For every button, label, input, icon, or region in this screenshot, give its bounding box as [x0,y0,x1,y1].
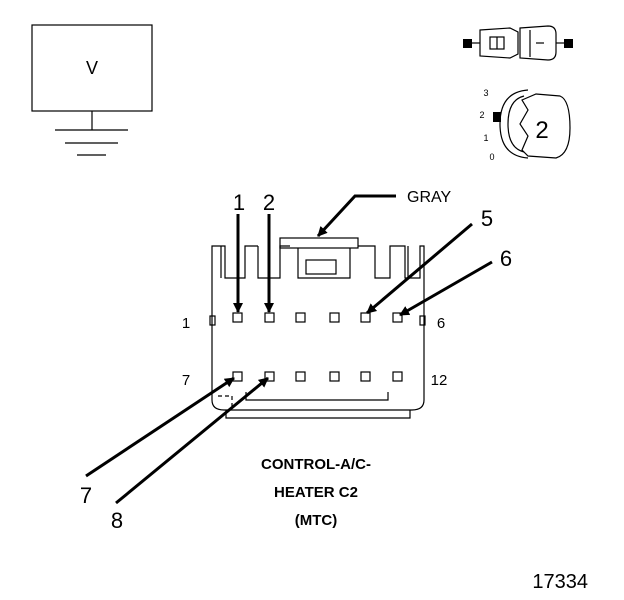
knob-label: 2 [535,117,548,144]
meter-label: V [86,58,98,78]
voltmeter-symbol: V [31,24,153,156]
callout-8: 8 [111,508,123,533]
switch-position-1: 1 [483,133,488,143]
callout-6: 6 [500,246,512,271]
switch-position-2: 2 [479,110,484,120]
pin-label-12: 12 [431,372,448,389]
caption-line-2: HEATER C2 [274,484,358,501]
arrow-7 [85,376,235,478]
test-lead-icon [463,25,573,61]
caption-line-3: (MTC) [295,512,337,529]
cavity-row-bottom [232,371,403,382]
callout-arrows [85,214,493,505]
gray-wire-callout: GRAY [316,189,451,238]
pin-label-1: 1 [182,315,190,332]
connector-c2: 1 6 7 12 [182,237,448,419]
switch-knob-icon: 3 2 1 0 2 [479,88,571,162]
arrow-5 [366,222,473,315]
cavity-row-top [232,312,403,323]
callout-2: 2 [263,190,275,215]
switch-position-3: 3 [483,88,488,98]
wire-color-label: GRAY [407,189,451,206]
callout-7: 7 [80,483,92,508]
pin-label-7: 7 [182,372,190,389]
ground-icon [55,129,128,156]
connector-caption: CONTROL-A/C- HEATER C2 (MTC) [261,456,371,529]
switch-position-0: 0 [489,152,494,162]
figure-number: 17334 [532,571,588,593]
arrow-6 [399,260,493,317]
caption-line-1: CONTROL-A/C- [261,456,371,473]
pin-label-6: 6 [437,315,445,332]
callout-1: 1 [233,190,245,215]
arrow-8 [115,376,269,505]
locking-tab [279,237,359,249]
callout-5: 5 [481,206,493,231]
